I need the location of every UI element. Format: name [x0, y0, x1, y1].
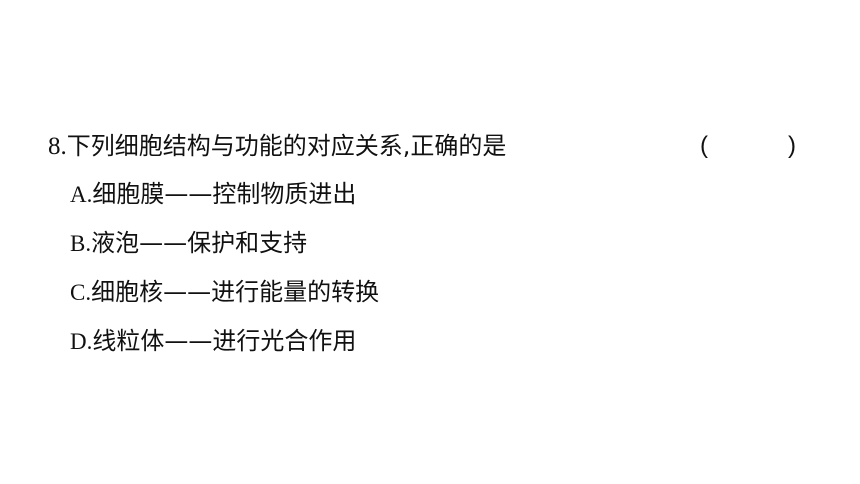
question-stem: 8.下列细胞结构与功能的对应关系,正确的是 ( ) — [48, 128, 828, 164]
question-block: 8.下列细胞结构与功能的对应关系,正确的是 ( ) A.细胞膜——控制物质进出 … — [48, 128, 828, 372]
question-text: 下列细胞结构与功能的对应关系,正确的是 — [66, 132, 507, 160]
question-number: 8. — [48, 133, 67, 160]
option-text: 液泡——保护和支持 — [91, 229, 308, 257]
option-c: C.细胞核——进行能量的转换 — [70, 274, 828, 310]
option-letter: B. — [70, 231, 92, 256]
answer-bracket-close: ) — [788, 132, 796, 159]
options-list: A.细胞膜——控制物质进出 B.液泡——保护和支持 C.细胞核——进行能量的转换… — [48, 176, 828, 359]
option-text: 细胞膜——控制物质进出 — [92, 180, 357, 208]
option-a: A.细胞膜——控制物质进出 — [70, 176, 828, 212]
answer-bracket-open: ( — [700, 132, 708, 159]
option-letter: D. — [70, 329, 93, 354]
option-letter: C. — [70, 280, 92, 305]
option-b: B.液泡——保护和支持 — [70, 225, 828, 261]
option-letter: A. — [70, 182, 93, 207]
option-d: D.线粒体——进行光合作用 — [70, 323, 828, 359]
option-text: 线粒体——进行光合作用 — [92, 327, 357, 355]
option-text: 细胞核——进行能量的转换 — [91, 278, 380, 306]
